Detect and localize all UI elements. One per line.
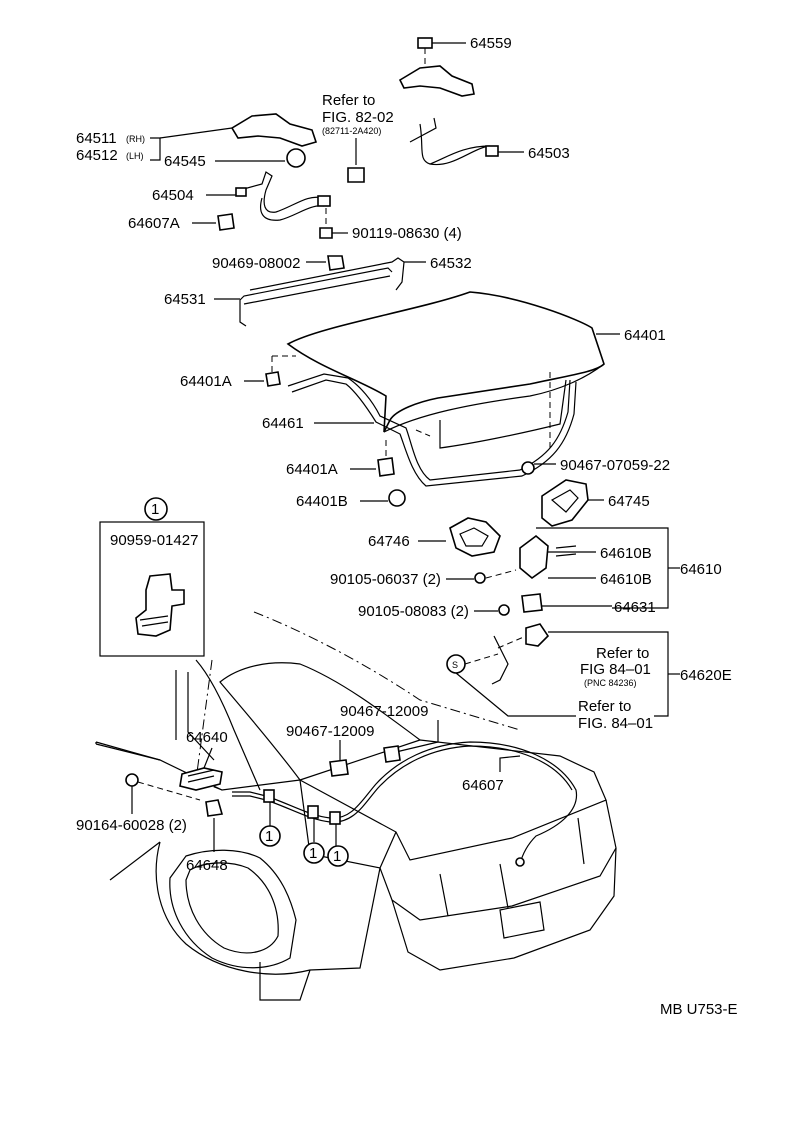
bumper-64401A-1 xyxy=(265,371,281,387)
inset-box xyxy=(99,521,205,657)
label-64504: 64504 xyxy=(152,187,194,204)
label-90467-12009-b: 90467-12009 xyxy=(286,723,374,740)
ref-fig8202-line1: Refer to xyxy=(322,92,375,109)
label-64610B-2: 64610B xyxy=(600,571,652,588)
clip-8202 xyxy=(347,167,365,183)
label-90105-08083: 90105-08083 (2) xyxy=(358,603,469,620)
label-90467-07059: 90467-07059-22 xyxy=(560,457,670,474)
label-64610B-1: 64610B xyxy=(600,545,652,562)
label-64401B: 64401B xyxy=(296,493,348,510)
cable-callout-1 xyxy=(259,825,281,847)
weatherstrip-64461 xyxy=(287,373,571,481)
label-64532: 64532 xyxy=(430,255,472,272)
hinge-bracket-right xyxy=(398,65,475,97)
hinge-arm-64504 xyxy=(239,171,327,221)
inset-callout xyxy=(144,497,168,521)
trunk-lid-64401 xyxy=(286,291,605,433)
label-64401A-1: 64401A xyxy=(180,373,232,390)
clip-90467-07059 xyxy=(521,461,535,475)
cable-callout-2 xyxy=(303,842,325,864)
ref-fig8202-line2: FIG. 82-02 xyxy=(322,109,394,126)
cable-64607 xyxy=(232,741,578,865)
bolt-64559 xyxy=(417,37,466,49)
bumper-90469 xyxy=(327,255,345,271)
bolt-90105-06037 xyxy=(474,572,486,584)
clip-64607A xyxy=(217,213,235,231)
label-64401: 64401 xyxy=(624,327,666,344)
diagram-code: MB U753-E xyxy=(660,1001,738,1018)
inset-callout-number: 1 xyxy=(151,501,159,518)
inset-clip xyxy=(135,573,185,637)
clip-90467-12009-a xyxy=(383,745,401,763)
ref-fig8401b-line2: FIG. 84–01 xyxy=(578,715,653,732)
label-64607A: 64607A xyxy=(128,215,180,232)
screw-90164 xyxy=(125,773,139,787)
bolt-90119 xyxy=(319,227,333,239)
label-64461: 64461 xyxy=(262,415,304,432)
label-64746: 64746 xyxy=(368,533,410,550)
ref-fig8401a-line1: Refer to xyxy=(596,645,649,662)
label-64512: 64512 xyxy=(76,147,118,164)
label-64512-lh: (LH) xyxy=(126,151,144,161)
inset-part-number: 90959-01427 xyxy=(110,532,198,549)
car-body xyxy=(95,611,617,1001)
ref-fig8401a-line3: (PNC 84236) xyxy=(584,678,637,688)
label-90469: 90469-08002 xyxy=(212,255,300,272)
bumper-64401A-2 xyxy=(377,457,395,477)
s-marker-text: S xyxy=(452,660,458,670)
label-64745: 64745 xyxy=(608,493,650,510)
label-64607: 64607 xyxy=(462,777,504,794)
ref-fig8202-line3: (82711-2A420) xyxy=(322,126,381,136)
label-90467-12009-a: 90467-12009 xyxy=(340,703,428,720)
ref-fig8401a-line2: FIG 84–01 xyxy=(580,661,651,678)
label-64631: 64631 xyxy=(614,599,656,616)
label-90164: 90164-60028 (2) xyxy=(76,817,187,834)
torsion-bar-64532 xyxy=(249,257,405,291)
label-64531: 64531 xyxy=(164,291,206,308)
label-64648: 64648 xyxy=(186,857,228,874)
hinge-arm-64503 xyxy=(409,117,495,166)
bolt-90105-08083 xyxy=(498,604,510,616)
striker-64631 xyxy=(521,593,543,613)
torsion-bar-64531 xyxy=(239,267,393,327)
label-90119: 90119-08630 (4) xyxy=(352,225,462,242)
label-64620E: 64620E xyxy=(680,667,732,684)
label-90105-06037: 90105-06037 (2) xyxy=(330,571,441,588)
cable-callout-3-text: 1 xyxy=(333,848,341,865)
bumper-64545 xyxy=(286,148,306,168)
cable-callout-2-text: 1 xyxy=(309,845,317,862)
cover-64745 xyxy=(541,479,589,527)
cable-callout-1-text: 1 xyxy=(265,828,273,845)
label-64640: 64640 xyxy=(186,729,228,746)
bumper-64401B xyxy=(388,489,406,507)
lock-64610 xyxy=(519,534,549,580)
clip-90467-12009-b xyxy=(329,759,349,777)
clip-64648 xyxy=(205,799,224,817)
cable-callout-3 xyxy=(327,845,349,867)
label-64610: 64610 xyxy=(680,561,722,578)
label-64545: 64545 xyxy=(164,153,206,170)
label-64511-rh: (RH) xyxy=(126,134,145,144)
label-64503: 64503 xyxy=(528,145,570,162)
opener-64620E xyxy=(525,623,550,647)
label-64511: 64511 xyxy=(76,130,117,147)
hinge-bracket-left xyxy=(230,113,318,147)
label-64559: 64559 xyxy=(470,35,512,52)
label-64401A-2: 64401A xyxy=(286,461,338,478)
ref-fig8401b-line1: Refer to xyxy=(578,698,631,715)
cover-64746 xyxy=(449,517,501,557)
